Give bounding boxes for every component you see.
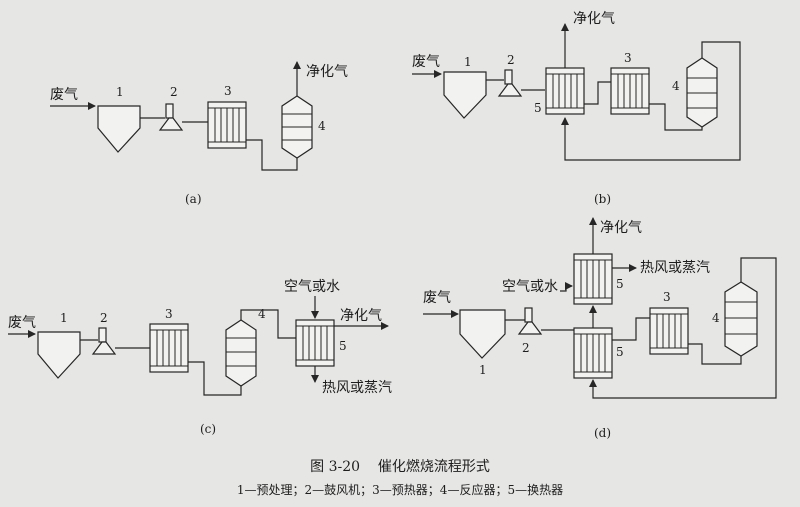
panel-b-blower-number: 2 — [507, 53, 515, 67]
panel-d-blower-icon — [517, 307, 543, 335]
panel-d-pretreatment-unit — [459, 309, 506, 359]
panel-d-exchanger-unit-lower — [573, 327, 613, 379]
panel-d-exchanger-lower-number: 5 — [616, 345, 624, 359]
panel-d-reactor-number: 4 — [712, 311, 720, 325]
panel-a-preheater-unit — [207, 101, 247, 149]
panel-d: 废气 1 2 5 — [423, 217, 777, 440]
panel-c-exchanger-unit — [295, 319, 335, 367]
panel-b-exchanger-unit — [545, 67, 585, 115]
panel-a-blower-icon — [158, 103, 184, 131]
panel-b-blower-icon — [497, 69, 523, 97]
panel-b-clean-gas-label: 净化气 — [573, 11, 615, 27]
panel-a-pipe-3-4 — [246, 139, 298, 171]
panel-b-preheater-unit — [610, 67, 650, 115]
panel-c-blower-icon — [91, 327, 117, 355]
panel-d-waste-gas-label: 废气 — [423, 290, 451, 306]
panel-a-pretreatment-unit — [97, 105, 141, 153]
figure-caption: 图 3-20 催化燃烧流程形式 1—预处理；2—鼓风机；3—预热器；4—反应器；… — [237, 458, 563, 497]
panel-b-waste-gas-label: 废气 — [412, 54, 440, 70]
panel-c-pipe-4-5 — [240, 309, 296, 339]
caption-title: 图 3-20 催化燃烧流程形式 — [310, 458, 490, 475]
panel-b-pretreatment-number: 1 — [464, 55, 472, 69]
panel-c-pretreatment-unit — [37, 331, 81, 379]
panel-b-reactor-unit — [686, 57, 718, 128]
panel-b-label: (b) — [594, 192, 611, 206]
panel-a-reactor-unit — [281, 95, 313, 159]
panel-c-pipe-3-4 — [188, 361, 242, 396]
panel-b-reactor-number: 4 — [672, 79, 680, 93]
panel-c-pretreatment-number: 1 — [60, 311, 68, 325]
panel-a-label: (a) — [185, 192, 202, 206]
panel-b-pipe-5-3 — [584, 81, 611, 105]
panel-c-waste-gas-label: 废气 — [8, 315, 36, 331]
panel-d-air-inlet-arrow — [560, 282, 573, 292]
panel-c-preheater-unit — [149, 323, 189, 373]
panel-c-label: (c) — [200, 422, 216, 436]
panel-a-pretreatment-number: 1 — [116, 85, 124, 99]
panel-c-reactor-number: 4 — [258, 307, 266, 321]
panel-b-preheater-number: 3 — [624, 51, 632, 65]
panel-c: 废气 1 2 3 4 — [8, 279, 392, 436]
panel-a-preheater-number: 3 — [224, 84, 232, 98]
panel-d-reactor-unit — [724, 281, 758, 357]
panel-b-exchanger-number: 5 — [534, 101, 542, 115]
panel-a: 废气 1 2 3 4 净化气 (a) — [50, 61, 348, 206]
panel-c-reactor-unit — [225, 319, 257, 387]
panel-a-clean-gas-label: 净化气 — [306, 64, 348, 80]
panel-c-clean-gas-label: 净化气 — [340, 308, 382, 324]
panel-c-hot-air-label: 热风或蒸汽 — [322, 380, 392, 396]
panel-d-hot-air-label: 热风或蒸汽 — [640, 260, 710, 276]
panel-c-preheater-number: 3 — [165, 307, 173, 321]
panel-d-preheater-unit — [649, 307, 689, 355]
panel-c-air-or-water-label: 空气或水 — [284, 279, 340, 295]
panel-d-clean-gas-label: 净化气 — [600, 220, 642, 236]
panel-d-preheater-number: 3 — [663, 290, 671, 304]
panel-a-blower-number: 2 — [170, 85, 178, 99]
panel-d-exchanger-upper-number: 5 — [616, 277, 624, 291]
panel-d-air-or-water-label: 空气或水 — [502, 279, 558, 295]
panel-b-pipe-3-4 — [649, 103, 703, 131]
panel-a-reactor-number: 4 — [318, 119, 326, 133]
panel-d-pipe-3-4 — [688, 343, 742, 365]
panel-d-label: (d) — [594, 426, 611, 440]
panel-a-waste-gas-label: 废气 — [50, 87, 78, 103]
panel-d-pretreatment-number: 1 — [479, 363, 487, 377]
panel-d-blower-number: 2 — [522, 341, 530, 355]
panel-c-blower-number: 2 — [100, 311, 108, 325]
panel-b-recycle-line — [561, 41, 741, 161]
panel-b-pretreatment-unit — [443, 71, 487, 119]
panel-b: 废气 1 2 5 净化气 3 — [412, 11, 741, 206]
caption-legend: 1—预处理；2—鼓风机；3—预热器；4—反应器；5—换热器 — [237, 482, 563, 497]
panel-d-recycle-line — [589, 257, 777, 399]
panel-d-exchanger-unit-upper — [573, 253, 613, 305]
panel-c-exchanger-number: 5 — [339, 339, 347, 353]
panel-d-pipe-5-3 — [612, 317, 650, 341]
